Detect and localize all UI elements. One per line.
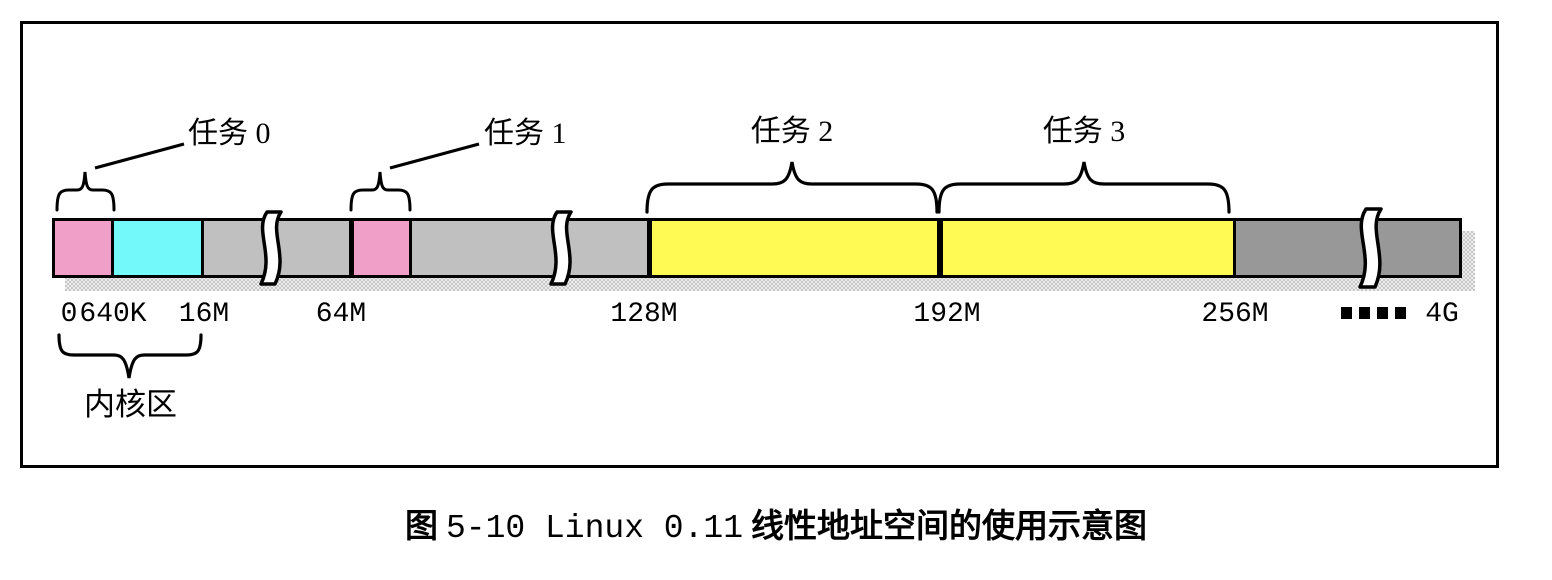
ellipsis-dots-icon — [1341, 307, 1406, 319]
caption-number-latin: 5-10 Linux 0.11 — [445, 510, 744, 547]
segment-task2-area — [652, 221, 937, 275]
axis-tick-640k: 640K — [79, 299, 147, 330]
segment-high-unused — [1236, 221, 1459, 275]
axis-tick-0: 0 — [60, 299, 78, 330]
task2-brace — [645, 161, 939, 214]
segment-task0-area — [55, 221, 111, 275]
task1-label: 任务 1 — [484, 117, 567, 150]
axis-tick-16m: 16M — [178, 299, 230, 330]
bar-break-squiggle-2 — [549, 210, 573, 286]
segment-divider-256m — [1233, 221, 1236, 275]
kernel-region-label: 内核区 — [84, 387, 177, 422]
segment-divider-64m — [349, 221, 354, 275]
task2-label: 任务 2 — [750, 115, 834, 148]
segment-divider-640k — [111, 221, 114, 275]
axis-tick-192m: 192M — [913, 299, 981, 330]
bar-break-squiggle-1 — [259, 210, 283, 286]
segment-divider-128m — [647, 221, 652, 275]
segment-divider-task1-end — [409, 221, 412, 275]
task0-brace — [55, 171, 116, 212]
kernel-region-brace — [57, 333, 203, 379]
task0-leader-line — [94, 142, 185, 170]
segment-divider-192m — [937, 221, 943, 275]
bar-break-squiggle-3 — [1358, 207, 1383, 289]
task1-brace — [349, 171, 412, 212]
caption-fig-prefix: 图 — [404, 509, 438, 545]
segment-kernel-upper-area — [114, 221, 201, 275]
segment-task1-area — [354, 221, 409, 275]
task0-label: 任务 0 — [188, 117, 271, 150]
axis-tick-256m: 256M — [1201, 299, 1269, 330]
axis-tick-64m: 64M — [315, 299, 367, 330]
segment-unused-2 — [412, 221, 647, 275]
segment-divider-16m — [201, 221, 204, 275]
segment-task3-area — [943, 221, 1233, 275]
axis-tick-128m: 128M — [610, 299, 678, 330]
task3-label: 任务 3 — [1042, 115, 1126, 148]
caption-title: 线性地址空间的使用示意图 — [751, 509, 1148, 545]
task3-brace — [937, 161, 1231, 214]
task1-leader-line — [389, 142, 480, 170]
axis-tick-4g: 4G — [1425, 299, 1459, 330]
